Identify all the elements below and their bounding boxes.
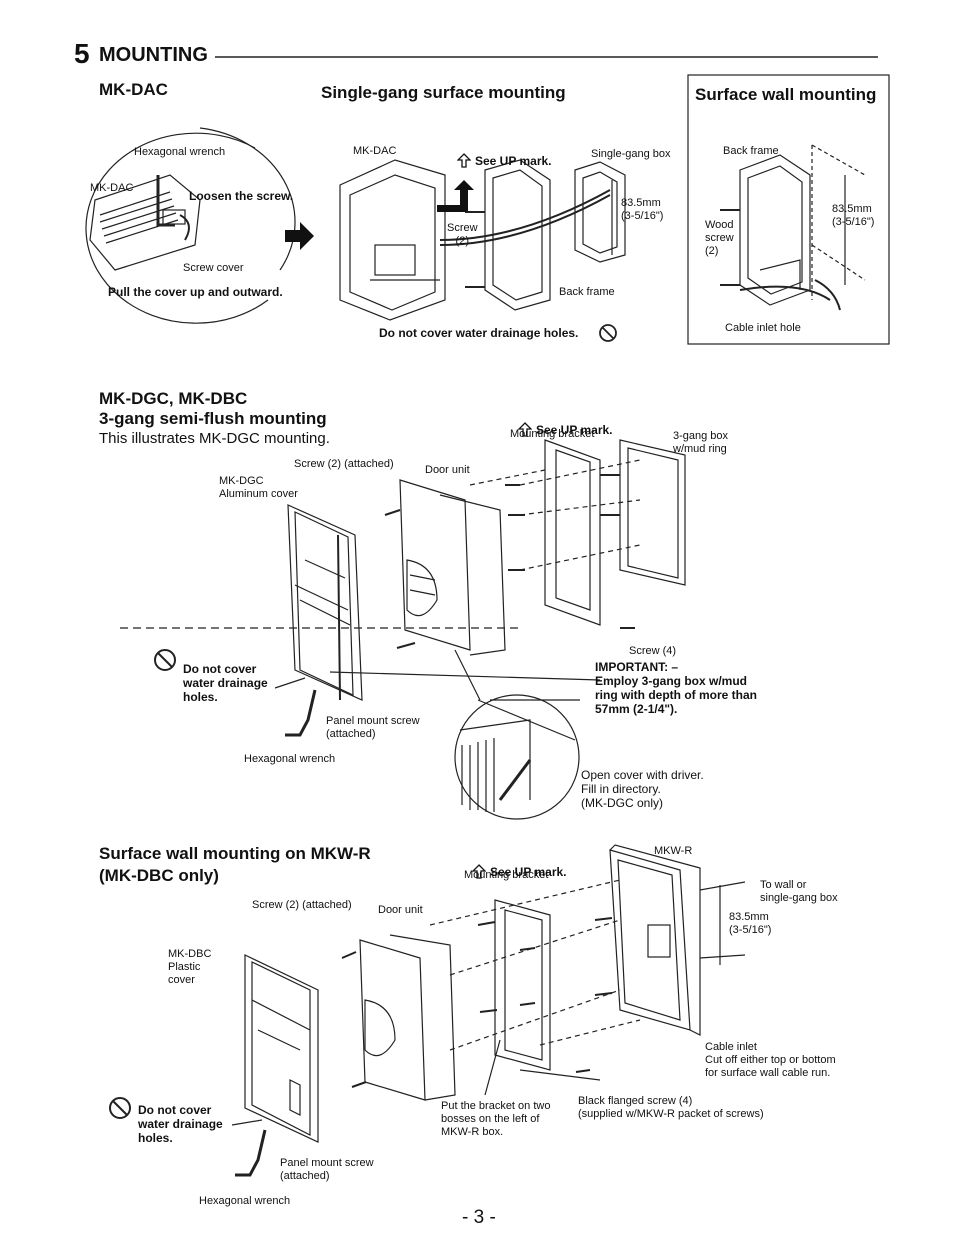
semi-flush-open-cover-note: Open cover with driver. Fill in director… [581, 768, 704, 810]
prohibited-icon-2 [154, 649, 176, 671]
mkwr-dim-label: 83.5mm (3-5/16") [729, 911, 772, 936]
semi-flush-hex-wrench-label: Hexagonal wrench [244, 753, 336, 765]
page-number: - 3 - [462, 1207, 496, 1228]
single-gang-model-label: MK-DAC [353, 145, 397, 157]
mkwr-heading-note: (MK-DBC only) [99, 866, 219, 885]
surface-wall-frame [687, 74, 890, 345]
surface-wall-dim-label: 83.5mm (3-5/16") [832, 203, 875, 228]
mkwr-drawing [109, 844, 746, 1177]
semi-flush-screw4-label: Screw (4) [629, 645, 677, 657]
semi-flush-subtitle: This illustrates MK-DGC mounting. [99, 430, 330, 447]
semi-flush-cover-label: MK-DGC Aluminum cover [219, 475, 298, 500]
mkwr-door-unit-label: Door unit [378, 904, 423, 916]
mkwr-model-label: MKW-R [654, 845, 693, 857]
surface-wall-drawing [720, 144, 866, 311]
single-gang-drawing [339, 159, 626, 342]
mkwr-bracket-label: Mounting bracket [464, 869, 549, 881]
mkwr-cover-label: MK-DBC Plastic cover [168, 948, 212, 986]
mkdac-screw-cover-label: Screw cover [183, 262, 244, 274]
mkwr-heading: Surface wall mounting on MKW-R [99, 844, 371, 863]
semi-flush-panel-screw-label: Panel mount screw (attached) [326, 715, 420, 740]
mkwr-flanged-screw-label: Black flanged screw (4) (supplied w/MKW-… [578, 1095, 764, 1120]
mkdac-heading: MK-DAC [99, 80, 168, 99]
semi-flush-important-note: IMPORTANT: – Employ 3-gang box w/mud rin… [595, 660, 757, 716]
up-mark-icon-2 [518, 422, 532, 437]
up-mark-icon [457, 153, 471, 168]
prohibited-icon-3 [109, 1097, 131, 1119]
semi-flush-bracket-label: Mounting bracket [510, 428, 595, 440]
prohibited-icon [599, 324, 617, 342]
surface-wall-heading: Surface wall mounting [695, 85, 877, 104]
mkwr-drainage-warning: Do not cover water drainage holes. [138, 1103, 223, 1145]
semi-flush-box-label: 3-gang box w/mud ring [673, 430, 729, 455]
semi-flush-heading-models: MK-DGC, MK-DBC [99, 389, 248, 408]
single-gang-back-frame-label: Back frame [559, 286, 615, 298]
mkwr-screw-attached-label: Screw (2) (attached) [252, 899, 352, 911]
single-gang-screw-label: Screw (2) [447, 222, 478, 247]
single-gang-drainage-warning: Do not cover water drainage holes. [379, 326, 579, 340]
up-mark-icon-3 [472, 864, 486, 879]
single-gang-box-label: Single-gang box [591, 148, 671, 160]
section-number: 5 [74, 38, 90, 69]
mkwr-put-bracket-note: Put the bracket on two bosses on the lef… [441, 1100, 551, 1138]
surface-wall-wood-screw-label: Wood screw (2) [705, 219, 734, 257]
single-gang-dim-label: 83.5mm (3-5/16") [621, 197, 664, 222]
section-title: MOUNTING [99, 44, 208, 66]
arrow-right-icon [285, 222, 314, 250]
semi-flush-drainage-warning: Do not cover water drainage holes. [183, 662, 268, 704]
surface-wall-cable-inlet-label: Cable inlet hole [725, 322, 801, 334]
semi-flush-door-unit-label: Door unit [425, 464, 470, 476]
mkdac-model-label: MK-DAC [90, 182, 134, 194]
single-gang-see-up: See UP mark. [457, 139, 552, 168]
semi-flush-see-up: See UP mark. [518, 408, 613, 437]
mkwr-see-up: See UP mark. [472, 850, 567, 879]
mkwr-panel-screw-label: Panel mount screw (attached) [280, 1157, 374, 1182]
mkwr-hex-wrench-label: Hexagonal wrench [199, 1195, 291, 1207]
semi-flush-heading: 3-gang semi-flush mounting [99, 409, 327, 428]
single-gang-heading: Single-gang surface mounting [321, 83, 566, 102]
mkwr-to-wall-label: To wall or single-gang box [760, 879, 838, 904]
mkwr-cable-inlet-note: Cable inlet Cut off either top or bottom… [705, 1041, 836, 1079]
semi-flush-drawing [120, 439, 686, 820]
mkdac-detail-drawing [85, 127, 296, 324]
surface-wall-back-frame-label: Back frame [723, 145, 779, 157]
mkdac-pull-label: Pull the cover up and outward. [108, 285, 283, 299]
mkdac-loosen-label: Loosen the screw. [189, 189, 294, 203]
semi-flush-screw-attached-label: Screw (2) (attached) [294, 458, 394, 470]
mkdac-hex-wrench-label: Hexagonal wrench [134, 146, 226, 158]
